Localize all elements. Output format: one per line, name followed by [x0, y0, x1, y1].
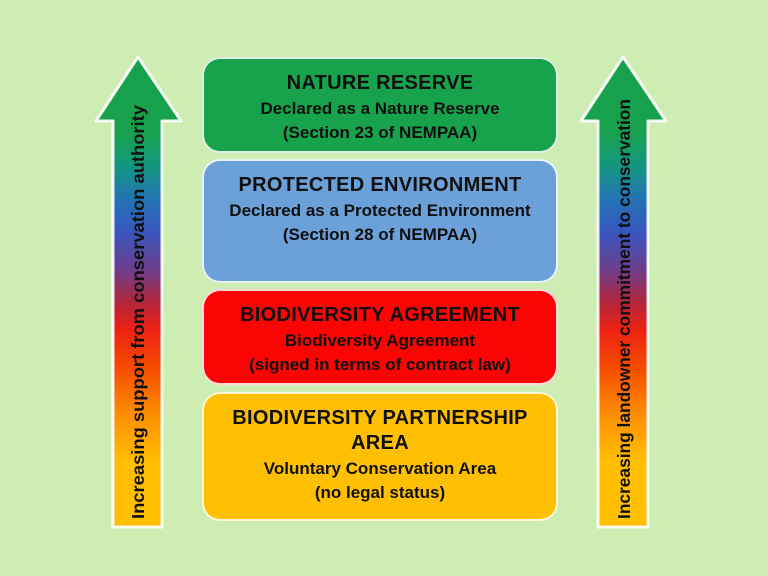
box-subtitle: Voluntary Conservation Area — [263, 459, 497, 478]
up-arrow-icon — [94, 55, 183, 529]
box-subtitle: Declared as a Protected Environment — [229, 201, 531, 220]
box-subtitle: Biodiversity Agreement — [284, 331, 476, 350]
box-subtitle: Declared as a Nature Reserve — [260, 99, 500, 118]
box-biodiversity-agreement: BIODIVERSITY AGREEMENT Biodiversity Agre… — [202, 289, 558, 385]
box-note: (signed in terms of contract law) — [249, 355, 511, 374]
box-title: NATURE RESERVE — [286, 72, 474, 94]
box-title: BIODIVERSITY AGREEMENT — [240, 304, 520, 326]
up-arrow-icon — [579, 55, 668, 529]
box-biodiversity-partnership-area: BIODIVERSITY PARTNERSHIP AREA Voluntary … — [202, 392, 558, 521]
box-note: (Section 23 of NEMPAA) — [282, 123, 478, 142]
box-title: BIODIVERSITY PARTNERSHIP AREA — [232, 407, 528, 454]
box-note: (no legal status) — [314, 483, 446, 502]
left-gradient-arrow: Increasing support from conservation aut… — [94, 55, 183, 529]
box-nature-reserve: NATURE RESERVE Declared as a Nature Rese… — [202, 57, 558, 153]
right-arrow-label: Increasing landowner commitment to conse… — [614, 99, 634, 519]
box-title: PROTECTED ENVIRONMENT — [238, 174, 522, 196]
box-protected-environment: PROTECTED ENVIRONMENT Declared as a Prot… — [202, 159, 558, 283]
right-gradient-arrow: Increasing landowner commitment to conse… — [579, 55, 668, 529]
left-arrow-label: Increasing support from conservation aut… — [128, 105, 148, 519]
box-note: (Section 28 of NEMPAA) — [282, 225, 478, 244]
